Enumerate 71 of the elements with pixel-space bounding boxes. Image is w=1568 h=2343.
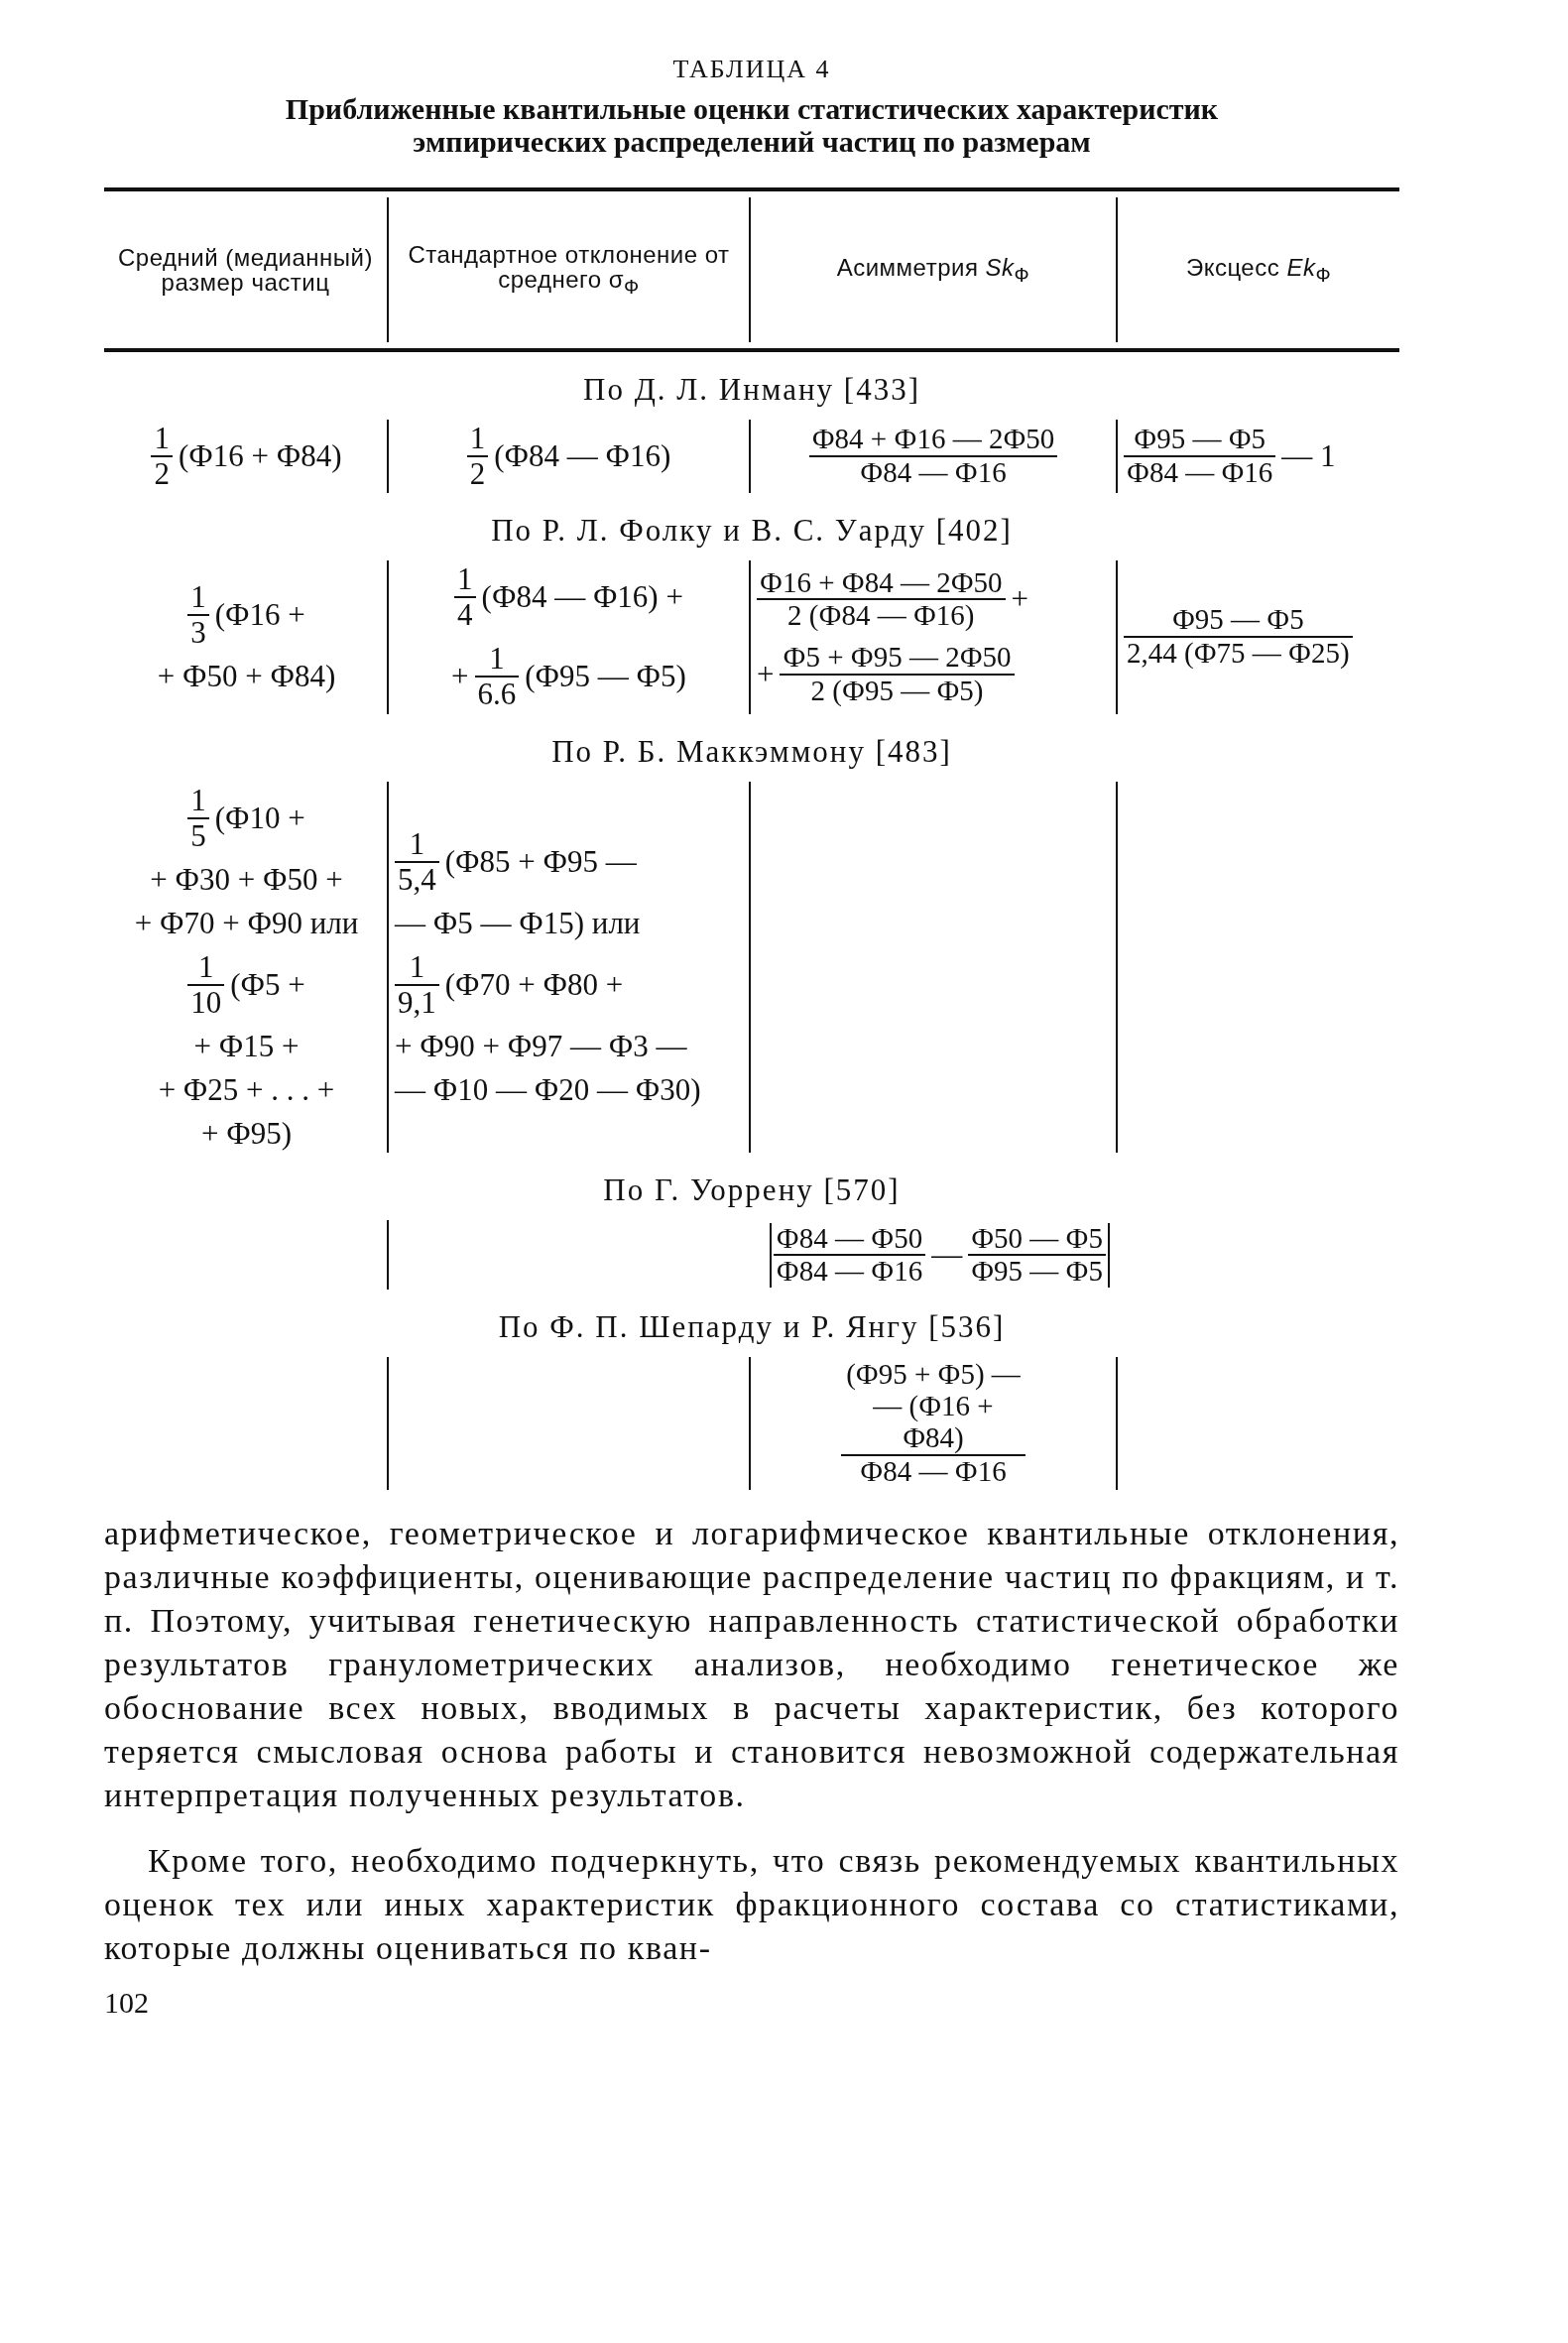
fraction-denominator: 2 bbox=[151, 455, 173, 492]
table-title: Приближенные квантильные оценки статистических характеристик эмпирических распределений частиц по размерам bbox=[284, 92, 1220, 158]
fraction-numerator: (Ф95 + Ф5) — — (Ф16 + Ф84) bbox=[845, 1359, 1022, 1455]
fraction-denominator: 10 bbox=[187, 984, 225, 1021]
formula-term: — 1 bbox=[1281, 439, 1336, 474]
fraction-denominator: 4 bbox=[454, 596, 476, 633]
body-paragraph: арифметическое, геометрическое и логарифмическое квантильные отклонения, различные коэффициенты, оценивающие распределение частиц по фракциям, и т. п. Поэтому, учитывая генетическую направленность статистической обработки результатов гранулометрических анализов, необходимо генетическое же обоснование всех новых, вводимых в расчеты характеристик, без которого теряется смысловая основа работы и становится невозможной содержательная интерпретация полученных результатов. bbox=[104, 1513, 1399, 1815]
fraction-denominator: 2,44 (Ф75 — Ф25) bbox=[1124, 636, 1353, 671]
fraction-numerator: 1 bbox=[189, 783, 207, 817]
group-heading: По Р. Л. Фолку и В. С. Уарду [402] bbox=[490, 513, 1014, 550]
table-caption: ТАБЛИЦА 4 bbox=[671, 55, 832, 84]
fraction-numerator: 1 bbox=[408, 826, 426, 861]
fraction-denominator: 2 (Ф95 — Ф5) bbox=[780, 674, 1015, 708]
formula-term: + Ф50 + Ф84) bbox=[157, 660, 336, 694]
fraction-numerator: Ф16 + Ф84 — 2Ф50 bbox=[759, 566, 1004, 599]
fraction-denominator: 2 bbox=[466, 455, 489, 492]
fraction-denominator: Ф84 — Ф16 bbox=[1124, 455, 1276, 489]
fraction-numerator: Ф84 + Ф16 — 2Ф50 bbox=[810, 424, 1056, 456]
group-heading: По Ф. П. Шепарду и Р. Янгу [536] bbox=[497, 1309, 1007, 1346]
formula-term: (Ф70 + Ф80 + bbox=[444, 968, 624, 1003]
formula-term: (Ф16 + bbox=[214, 598, 305, 633]
formula-term: + Ф25 + . . . + bbox=[158, 1073, 335, 1108]
column-header: Средний (медианный) размер частиц bbox=[117, 244, 374, 296]
formula-term: (Ф84 — Ф16) + bbox=[481, 580, 683, 615]
formula-term: (Ф84 — Ф16) bbox=[494, 439, 671, 474]
fraction-denominator: Ф84 — Ф16 bbox=[773, 1254, 926, 1289]
formula-term: (Ф5 + bbox=[230, 968, 305, 1003]
group-heading: По Р. Б. Маккэммону [483] bbox=[550, 733, 953, 770]
fraction-denominator: Ф95 — Ф5 bbox=[968, 1254, 1106, 1289]
page-number: 102 bbox=[104, 1985, 150, 2020]
formula-term: + Ф95) bbox=[200, 1117, 293, 1152]
formula-term: + Ф90 + Ф97 — Ф3 — bbox=[395, 1030, 687, 1064]
group-heading: По Д. Л. Инману [433] bbox=[582, 372, 921, 408]
fraction-numerator: 1 bbox=[196, 949, 215, 985]
fraction-denominator: 9,1 bbox=[395, 984, 439, 1021]
formula-term: + bbox=[757, 658, 775, 692]
formula-term: + bbox=[1011, 582, 1029, 617]
fraction-denominator: Ф84 — Ф16 bbox=[808, 455, 1058, 489]
formula-term: + Ф30 + Ф50 + bbox=[150, 862, 343, 897]
column-header: Эксцесс Ek$_{Ф}$ bbox=[1185, 254, 1332, 286]
fraction-numerator: Ф95 — Ф5 bbox=[1170, 604, 1305, 637]
fraction-numerator: Ф5 + Ф95 — 2Ф50 bbox=[782, 642, 1013, 675]
fraction-denominator: 5 bbox=[187, 816, 209, 853]
fraction-numerator: Ф50 — Ф5 bbox=[970, 1222, 1104, 1255]
fraction-denominator: 5,4 bbox=[395, 860, 439, 897]
fraction-denominator: 6.6 bbox=[474, 676, 520, 712]
formula-term: (Ф16 + Ф84) bbox=[178, 439, 342, 474]
fraction-numerator: 1 bbox=[408, 949, 426, 985]
fraction-denominator: 3 bbox=[187, 614, 209, 651]
formula-term: (Ф95 — Ф5) bbox=[525, 660, 686, 694]
fraction-denominator: Ф84 — Ф16 bbox=[841, 1454, 1025, 1488]
group-heading: По Г. Уоррену [570] bbox=[602, 1172, 902, 1209]
formula-term: — Ф5 — Ф15) или bbox=[395, 906, 641, 940]
formula-term: (Ф10 + bbox=[214, 801, 305, 835]
fraction-denominator: 2 (Ф84 — Ф16) bbox=[757, 598, 1006, 633]
fraction-numerator: Ф95 — Ф5 bbox=[1133, 424, 1267, 456]
fraction-numerator: 1 bbox=[189, 580, 207, 615]
formula-term: — bbox=[931, 1238, 963, 1273]
formula-term: + Ф70 + Ф90 или bbox=[134, 906, 359, 940]
formula-term: + Ф15 + bbox=[193, 1030, 300, 1064]
column-header: Асимметрия Sk$_{Ф}$ bbox=[836, 254, 1030, 286]
fraction-numerator: 1 bbox=[153, 422, 171, 456]
column-header: Стандартное отклонение от среднего σ$_{Ф}$ bbox=[407, 242, 731, 298]
fraction-numerator: 1 bbox=[488, 642, 506, 677]
formula-term: — Ф10 — Ф20 — Ф30) bbox=[395, 1073, 701, 1108]
body-paragraph: Кроме того, необходимо подчеркнуть, что связь рекомендуемых квантильных оценок тех или иных характеристик фракционного состава со статистиками, которые должны оцениваться по кван- bbox=[104, 1840, 1399, 1968]
fraction-numerator: Ф84 — Ф50 bbox=[775, 1222, 924, 1255]
formula-term: (Ф85 + Ф95 — bbox=[444, 844, 637, 879]
fraction-numerator: 1 bbox=[468, 422, 487, 456]
formula-term: + bbox=[451, 660, 469, 694]
fraction-numerator: 1 bbox=[456, 562, 474, 597]
